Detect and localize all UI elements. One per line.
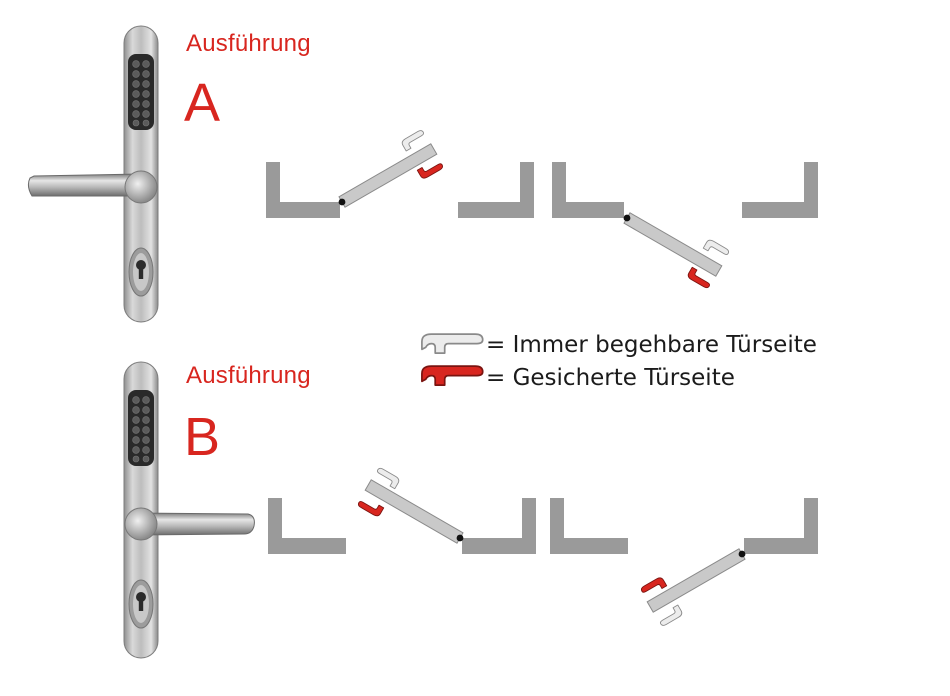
frame-left (268, 498, 346, 554)
legend-secured-side: = Gesicherte Türseite (486, 365, 735, 391)
hinge-pivot-icon (738, 550, 746, 558)
frame-right (744, 498, 818, 554)
frame-right (742, 162, 818, 218)
legend-grey-handle (421, 333, 484, 354)
variant-a-label: Ausführung (186, 30, 311, 57)
handle-rose (124, 170, 158, 204)
diagram-b2 (550, 498, 818, 628)
hinge-pivot-icon (623, 214, 631, 222)
frame-right (462, 498, 536, 554)
variant-a-letter: A (184, 73, 221, 133)
frame-left (266, 162, 340, 218)
diagram-a1 (266, 128, 534, 218)
variant-b-label: Ausführung (186, 362, 311, 389)
frame-right (458, 162, 534, 218)
frame-left (552, 162, 624, 218)
red-handle-icon (421, 365, 484, 386)
hinge-pivot-icon (338, 198, 346, 206)
frame-left (550, 498, 628, 554)
handle-rose (124, 507, 158, 541)
hinge-pivot-icon (456, 534, 464, 542)
diagram-a2 (552, 162, 818, 290)
legend-red-handle (421, 365, 484, 386)
variant-b-letter: B (184, 407, 221, 467)
grey-handle-icon (421, 333, 484, 354)
legend-always-accessible: = Immer begehbare Türseite (486, 332, 817, 358)
diagram-b1 (268, 466, 536, 554)
